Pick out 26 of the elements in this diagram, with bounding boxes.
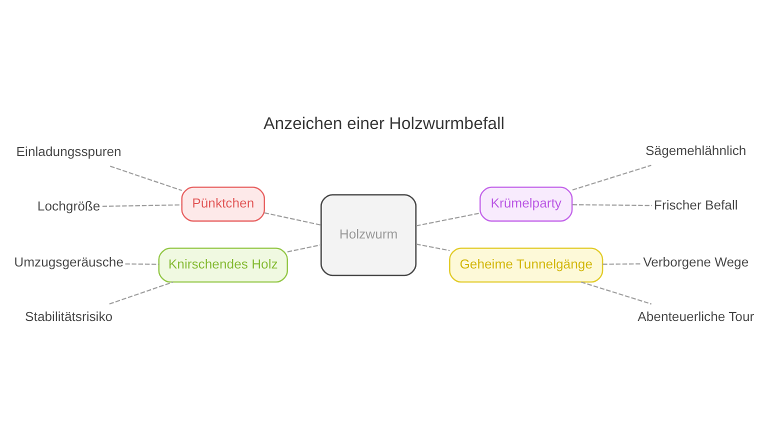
node-box: Geheime Tunnelgänge — [449, 248, 604, 283]
connector — [416, 244, 450, 252]
connector — [109, 282, 174, 305]
node-text: Lochgröße — [37, 198, 100, 214]
node-text: Frischer Befall — [654, 197, 738, 212]
node-box: Knirschendes Holz — [158, 248, 288, 283]
connector — [287, 244, 322, 252]
connector — [102, 204, 182, 207]
connector — [125, 263, 159, 265]
node-text: Abenteuerliche Tour — [638, 309, 754, 324]
node-text: Sägemehlähnlich — [646, 143, 746, 158]
node-text: Stabilitätsrisiko — [25, 309, 113, 324]
node-text: Einladungsspuren — [16, 144, 122, 160]
connector — [416, 212, 480, 226]
node-text: Umzugsgeräusche — [14, 254, 124, 270]
node-box: Krümelparty — [479, 186, 573, 222]
connector — [572, 204, 652, 206]
diagram-title: Anzeichen einer Holzwurmbefall — [263, 114, 505, 134]
connector — [264, 212, 322, 226]
connector — [602, 263, 642, 265]
node-text: Verborgene Wege — [643, 254, 749, 270]
connector — [110, 166, 182, 192]
connector — [580, 281, 652, 305]
connector — [572, 164, 652, 191]
node-box: Pünktchen — [181, 186, 266, 222]
node-box: Holzwurm — [320, 194, 417, 276]
